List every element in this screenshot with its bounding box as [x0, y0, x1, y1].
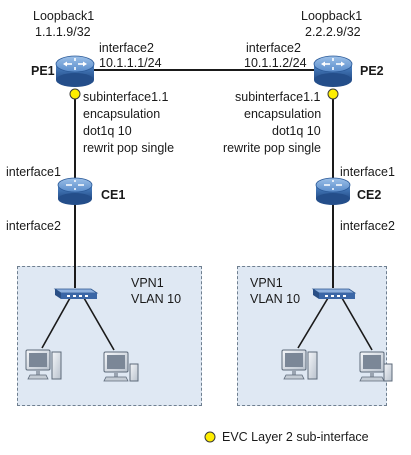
- pe1-dot1q: dot1q 10: [83, 124, 132, 138]
- router-icon-ce1: [57, 177, 93, 205]
- site2-vpn-label: VPN1: [250, 276, 283, 290]
- evc-marker-pe2: [327, 88, 339, 100]
- link-switch1-pc2: [83, 297, 115, 351]
- site1-vpn-label: VPN1: [131, 276, 164, 290]
- site2-vlan-label: VLAN 10: [250, 292, 301, 306]
- site2-region: [237, 266, 387, 406]
- switch-icon-site1: [53, 288, 99, 299]
- pe2-rewrite: rewrite pop single: [223, 141, 321, 155]
- ce1-interface2-label: interface2: [6, 219, 61, 233]
- pe2-loopback-ip: 2.2.2.9/32: [305, 25, 361, 39]
- pe2-dot1q: dot1q 10: [272, 124, 321, 138]
- pe2-loopback-label: Loopback1: [301, 9, 363, 23]
- link-switch2-pc4: [341, 297, 373, 351]
- pe1-interface2-ip: 10.1.1.1/24: [99, 56, 162, 70]
- router-icon-ce2: [315, 177, 351, 205]
- legend-marker-icon: [204, 431, 216, 443]
- ce1-name: CE1: [101, 188, 126, 202]
- pc-icon-site2-right: [359, 351, 393, 382]
- evc-marker-pe1: [69, 88, 81, 100]
- pe2-interface2-ip: 10.1.1.2/24: [244, 56, 307, 70]
- pe1-encapsulation: encapsulation: [83, 107, 161, 121]
- pc-icon-site2-left: [281, 349, 318, 380]
- pe1-loopback-ip: 1.1.1.9/32: [35, 25, 91, 39]
- legend-label: EVC Layer 2 sub-interface: [222, 430, 369, 444]
- switch-icon-site2: [311, 288, 357, 299]
- pc-icon-site1-left: [25, 349, 62, 380]
- pe1-rewrite: rewrit pop single: [83, 141, 175, 155]
- pc-icon-site1-right: [103, 351, 139, 382]
- ce1-interface1-label: interface1: [6, 165, 61, 179]
- pe2-encapsulation: encapsulation: [244, 107, 322, 121]
- pe1-subinterface: subinterface1.1: [83, 90, 169, 104]
- pe1-loopback-label: Loopback1: [33, 9, 95, 23]
- site1-vlan-label: VLAN 10: [131, 292, 182, 306]
- link-switch1-pc1: [41, 297, 71, 349]
- pe2-interface2-label: interface2: [246, 41, 301, 55]
- pe1-interface2-label: interface2: [99, 41, 154, 55]
- router-icon-pe1: [55, 55, 95, 87]
- ce2-interface1-label: interface1: [340, 165, 395, 179]
- pe1-name: PE1: [31, 64, 55, 78]
- pe2-subinterface: subinterface1.1: [235, 90, 321, 104]
- pe2-name: PE2: [360, 64, 384, 78]
- link-switch2-pc3: [297, 297, 329, 349]
- ce2-name: CE2: [357, 188, 382, 202]
- router-icon-pe2: [313, 55, 353, 87]
- ce2-interface2-label: interface2: [340, 219, 395, 233]
